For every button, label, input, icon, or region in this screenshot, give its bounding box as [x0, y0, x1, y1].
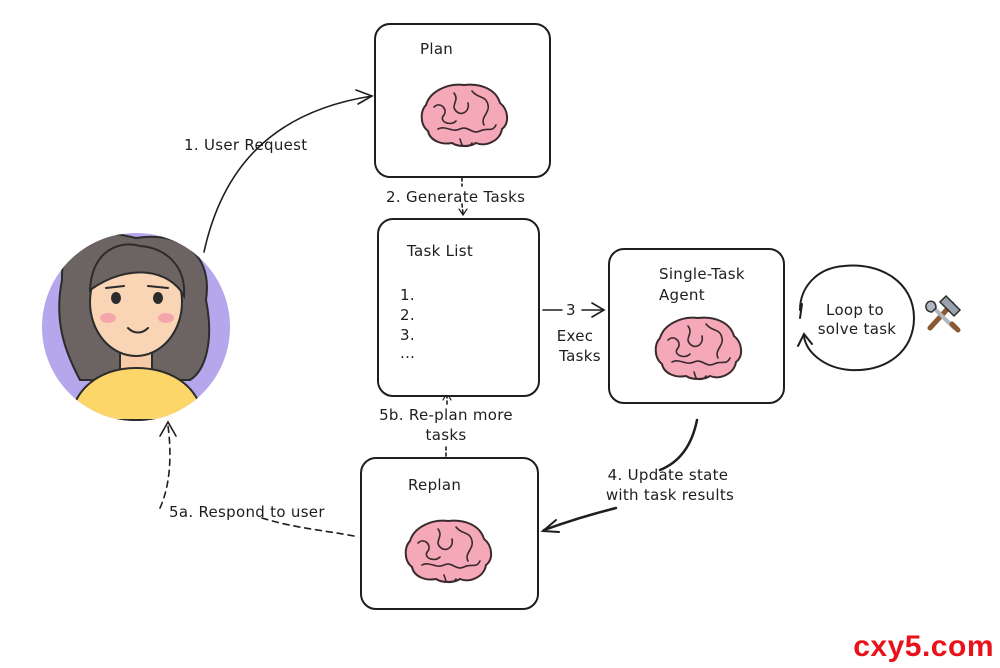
label-replan-line2: tasks — [425, 426, 467, 444]
user-avatar — [42, 233, 230, 421]
label-update-line1: 4. Update state — [607, 466, 729, 484]
replan-box: Replan — [360, 457, 539, 610]
single-task-agent-box: Single-Task Agent — [608, 248, 785, 404]
loop-circle-arrowhead — [797, 332, 813, 347]
edge-respond — [159, 425, 355, 537]
label-user-request: 1. User Request — [184, 136, 308, 154]
agent-title-line1: Single-Task — [659, 265, 745, 283]
task-item-more: ... — [400, 344, 416, 362]
label-update-line2: with task results — [605, 486, 735, 504]
loop-tail — [799, 303, 803, 319]
agent-title-line2: Agent — [659, 286, 705, 304]
brain-icon — [420, 83, 509, 148]
label-replan-line1: 5b. Re-plan more — [379, 406, 513, 424]
plan-box: Plan — [374, 23, 551, 178]
edge-generate-tasks-arrowhead — [458, 208, 468, 217]
label-loop-line1: Loop to — [826, 301, 884, 319]
task-item-1: 1. — [400, 286, 415, 304]
edge-replan — [445, 393, 448, 457]
edge-user-request-arrowhead — [355, 89, 374, 105]
replan-title: Replan — [408, 476, 462, 494]
task-item-2: 2. — [400, 306, 415, 324]
label-exec-line1: Exec — [556, 327, 594, 345]
tools-icon — [925, 294, 962, 333]
watermark: cxy5.com — [853, 630, 994, 663]
edge-update-state — [542, 418, 699, 532]
task-item-3: 3. — [400, 326, 415, 344]
edge-generate-tasks — [461, 177, 464, 215]
label-generate-tasks: 2. Generate Tasks — [386, 188, 526, 206]
brain-icon — [404, 519, 493, 584]
edge-user-request — [203, 95, 373, 253]
label-exec-number: 3 — [566, 301, 576, 319]
task-list-title: Task List — [407, 242, 474, 260]
label-loop-line2: solve task — [817, 320, 897, 338]
task-list-box: Task List 1. 2. 3. ... — [377, 218, 540, 397]
loop-circle — [799, 264, 916, 372]
plan-title: Plan — [420, 40, 454, 58]
edge-exec-tasks-arrowhead — [591, 302, 606, 318]
brain-icon — [654, 316, 743, 381]
label-respond: 5a. Respond to user — [169, 503, 325, 521]
label-exec-line2: Tasks — [559, 347, 601, 365]
edge-respond-arrowhead — [159, 420, 177, 437]
edge-update-state-arrowhead — [540, 519, 560, 533]
